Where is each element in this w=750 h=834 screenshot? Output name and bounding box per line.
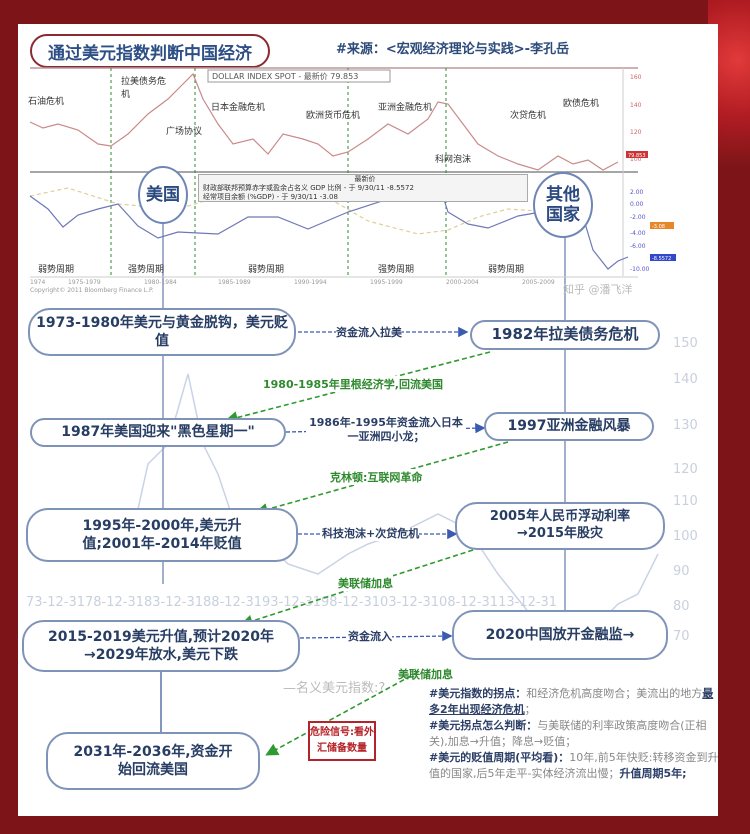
- bg-y-tick: 70: [673, 629, 690, 644]
- green-label: 美联储加息: [398, 668, 453, 681]
- flow-box-1997: 1997亚洲金融风暴: [484, 412, 654, 441]
- svg-text:160: 160: [630, 74, 642, 81]
- annotation: 欧债危机: [563, 99, 600, 109]
- green-label: 克林顿:互联网革命: [330, 469, 423, 485]
- dollar-index-chart: DOLLAR INDEX SPOT - 最新价 79.853 160 140 12…: [29, 67, 676, 296]
- annotation: 日本金融危机: [211, 103, 266, 113]
- circle-other-countries: 其他国家: [533, 172, 593, 238]
- cycle-label: 弱势周期: [248, 265, 285, 275]
- svg-text:0.00: 0.00: [630, 201, 644, 208]
- connector-line: [160, 672, 162, 732]
- svg-text:1995-1999: 1995-1999: [370, 279, 403, 286]
- svg-text:2000-2004: 2000-2004: [446, 279, 479, 286]
- svg-text:1985-1989: 1985-1989: [218, 279, 251, 286]
- legend-line: 经常项目余额 (%GDP) - 于 9/30/11 -3.08: [203, 193, 338, 201]
- top-chart-legend-text: DOLLAR INDEX SPOT - 最新价 79.853: [212, 71, 358, 81]
- bg-y-tick: 140: [673, 372, 698, 387]
- bg-y-tick: 100: [673, 529, 698, 544]
- svg-text:2005-2009: 2005-2009: [522, 279, 555, 286]
- svg-text:-6.00: -6.00: [630, 243, 646, 250]
- flow-label: 科技泡沫+次贷危机: [322, 527, 420, 542]
- svg-text:120: 120: [630, 129, 642, 136]
- circle-us: 美国: [138, 166, 188, 224]
- flow-box-1982: 1982年拉美债务危机: [470, 320, 660, 350]
- top-chart-legend: [207, 69, 391, 83]
- svg-text:1980-1984: 1980-1984: [144, 279, 177, 286]
- cycle-label: 弱势周期: [488, 265, 525, 275]
- svg-text:-10.00: -10.00: [630, 266, 650, 273]
- svg-text:2.00: 2.00: [630, 189, 644, 196]
- bg-x-labels: 73-12-3178-12-3183-12-3188-12-3193-12-31…: [26, 595, 558, 610]
- source-label: #来源：<宏观经济理论与实践>-李孔岳: [336, 42, 570, 57]
- flow-box-2020: 2020中国放开金融监→: [452, 610, 668, 660]
- cycle-label: 弱势周期: [38, 265, 75, 275]
- bg-y-tick: 80: [673, 599, 690, 614]
- annotation: 广场协议: [166, 127, 203, 137]
- bg-y-tick: 120: [673, 462, 698, 477]
- cycle-label: 强势周期: [128, 265, 165, 275]
- page-title: 通过美元指数判断中国经济: [30, 34, 270, 68]
- svg-text:1990-1994: 1990-1994: [294, 279, 327, 286]
- legend-line: 财政部联邦预算赤字或盈余占名义 GDP 比例 - 于 9/30/11 -8.55…: [203, 184, 414, 192]
- note-2: #美元拐点怎么判断：与美联储的利率政策高度吻合(正相关),加息→升值；降息→贬值…: [429, 719, 707, 748]
- green-label: 1980-1985年里根经济学,回流美国: [263, 376, 443, 392]
- notes: #美元指数的拐点：和经济危机高度吻合；美流出的地方最多2年出现经济危机； #美元…: [429, 686, 719, 782]
- flow-label: 资金流入拉美: [336, 326, 402, 341]
- badge-budget: -8.5572: [652, 256, 671, 262]
- flow-box-1995: 1995年-2000年,美元升值;2001年-2014年贬值: [26, 508, 298, 562]
- bg-y-tick: 130: [673, 418, 698, 433]
- annotation: 亚洲金融危机: [378, 103, 433, 113]
- legend-title: 最新价: [354, 175, 376, 183]
- svg-text:1975-1979: 1975-1979: [68, 279, 101, 286]
- bottom-x-labels: 1974 1975-1979 1980-1984 1985-1989 1990-19…: [30, 279, 555, 294]
- annotation: 科网泡沫: [435, 155, 472, 165]
- svg-text:-4.00: -4.00: [630, 230, 646, 237]
- annotation: 欧洲货币危机: [306, 111, 361, 121]
- note-1: #美元指数的拐点：和经济危机高度吻合；美流出的地方最多2年出现经济危机；: [429, 687, 714, 716]
- flow-box-2005: 2005年人民币浮动利率→2015年股灾: [455, 502, 665, 550]
- annotation: 拉美债务危机: [121, 77, 167, 100]
- green-label: 美联储加息: [338, 575, 393, 591]
- bottom-y-ticks: 2.00 0.00 -2.00 -4.00 -6.00 -10.00: [630, 189, 650, 273]
- svg-text:140: 140: [630, 102, 642, 109]
- annotation: 次贷危机: [510, 111, 547, 121]
- flow-box-1987: 1987年美国迎来"黑色星期一": [30, 418, 286, 447]
- badge-current-account: -3.08: [652, 224, 665, 230]
- svg-text:1974: 1974: [30, 279, 45, 286]
- flow-label: 资金流入: [348, 630, 392, 645]
- flow-box-2015: 2015-2019美元升值,预计2020年→2029年放水,美元下跌: [22, 620, 300, 672]
- top-y-ticks: 160 140 120 100: [630, 74, 642, 163]
- bg-series-label: —名义美元指数:?: [283, 681, 386, 696]
- svg-text:-2.00: -2.00: [630, 214, 646, 221]
- bottom-chart-legend: 最新价 财政部联邦预算赤字或盈余占名义 GDP 比例 - 于 9/30/11 -…: [198, 174, 528, 202]
- watermark: 知乎 @潘飞洋: [563, 282, 633, 296]
- note-3: #美元的贬值周期(平均看)：10年,前5年快贬:转移资金到升值的国家,后5年走平…: [429, 751, 719, 780]
- flow-box-2031: 2031年-2036年,资金开始回流美国: [46, 732, 260, 790]
- bg-y-tick: 110: [673, 494, 698, 509]
- infographic-card: 通过美元指数判断中国经济 #来源：<宏观经济理论与实践>-李孔岳 150 140…: [18, 24, 718, 816]
- danger-signal-box: 危险信号:看外汇储备数量: [308, 721, 376, 761]
- top-last-value: 79.853: [628, 153, 646, 159]
- flow-label: 1986年-1995年资金流入日本一亚洲四小龙；: [306, 416, 466, 445]
- svg-text:100: 100: [630, 156, 642, 163]
- cycle-label: 强势周期: [378, 265, 415, 275]
- svg-text:Copyright© 2011 Bloomberg Fina: Copyright© 2011 Bloomberg Finance L.P.: [30, 287, 154, 294]
- bg-y-tick: 150: [673, 336, 698, 351]
- bg-y-tick: 90: [673, 564, 690, 579]
- flow-box-1973: 1973-1980年美元与黄金脱钩，美元贬值: [28, 308, 296, 356]
- annotation: 石油危机: [28, 97, 65, 107]
